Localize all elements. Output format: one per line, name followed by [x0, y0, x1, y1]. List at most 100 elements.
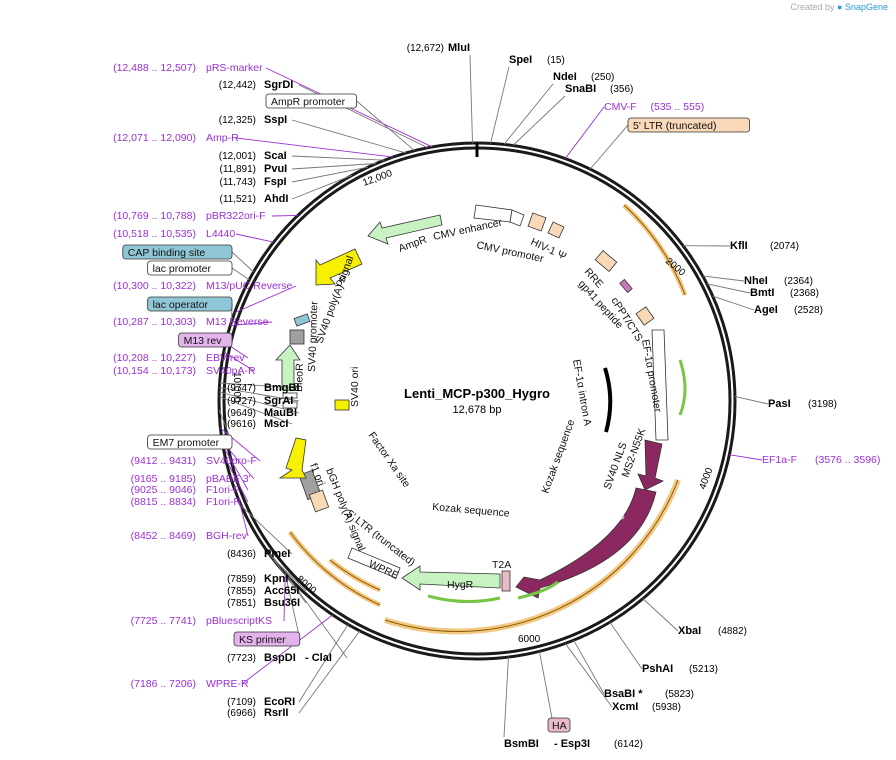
site-labels: (12,488 .. 12,507)pRS-marker(12,442)SgrD… — [113, 42, 880, 750]
primer-name-prs-marker: pRS-marker — [206, 62, 263, 74]
primer-pos-prs-marker: (12,488 .. 12,507) — [113, 62, 196, 74]
primer-pos-pbr322ori-f: (10,769 .. 10,788) — [113, 210, 196, 222]
enzyme-name-bmgbi: BmgBI — [264, 382, 299, 394]
ms2-arrow — [637, 439, 664, 491]
primer-name-m13-puc-reverse: M13/pUC Reverse — [206, 280, 293, 292]
enzyme-name-xbai: XbaI — [678, 625, 701, 637]
feature-box-label-em7-promoter: EM7 promoter — [153, 437, 220, 449]
leader-line — [284, 573, 301, 640]
leader-line — [712, 295, 755, 311]
leader-line — [729, 454, 763, 461]
plasmid-size: 12,678 bp — [453, 404, 502, 416]
primer-pos-m13-puc-reverse: (10,300 .. 10,322) — [113, 280, 196, 292]
primer-name-m13-reverse: M13 Reverse — [206, 316, 269, 328]
leader-line — [234, 285, 297, 314]
cmv-enhancer-arrow — [509, 209, 525, 227]
label-factor-xa: Factor Xa site — [366, 430, 413, 490]
feature-box-lac-promoter — [147, 260, 233, 276]
sv40-promoter-arrow — [275, 344, 301, 391]
t2a-box — [501, 570, 511, 592]
label-sv40-ori: SV40 ori — [349, 367, 361, 407]
leader-line — [734, 396, 769, 405]
feature-box-label-lac-operator: lac operator — [153, 299, 209, 311]
feature-box-label-m13-rev: M13 rev — [184, 335, 223, 347]
ruler-6000: 6000 — [518, 634, 541, 645]
leader-line — [512, 95, 566, 146]
primer-name-amp-r: Amp-R — [206, 132, 239, 144]
enzyme-pos-bspdi: (7723) — [227, 653, 256, 664]
primer-name-sv40pa-r: SV40pA-R — [206, 365, 256, 377]
primer-name-l4440: L4440 — [206, 228, 235, 240]
label-cmv-enhancer: CMV enhancer — [432, 217, 503, 243]
leader-line — [609, 621, 643, 670]
leader-line — [298, 630, 361, 714]
sv40-ori-box — [334, 399, 350, 411]
ef1a-intron-arc — [603, 367, 613, 433]
enzyme-pos-agei: (2528) — [794, 305, 823, 316]
feature-box-label-lac-promoter: lac promoter — [153, 263, 212, 275]
enzyme-name-maubi: MauBI — [264, 407, 297, 419]
label-kozak-1: Kozak sequence — [540, 418, 578, 495]
enzyme-pos-scai: (12,001) — [219, 151, 256, 162]
t2a-green-arc — [517, 580, 559, 600]
primer-name-wpre-r: WPRE-R — [206, 678, 249, 690]
rre-box — [594, 250, 618, 272]
enzyme-name-fspi: FspI — [264, 176, 287, 188]
feature-box-label-ha: HA — [552, 720, 567, 732]
snapgene-logo-icon: ● — [837, 2, 843, 12]
enzyme-pos-ahdi: (11,521) — [219, 194, 256, 205]
feature-box-ampr-promoter — [265, 93, 357, 109]
enzyme-pos-bsmbi: (6142) — [614, 739, 643, 750]
enzyme-name-acc65i: Acc65I — [264, 585, 299, 597]
ef1a-green-arc — [678, 359, 687, 416]
feature-box-em7-promoter — [147, 434, 233, 450]
enzyme-pos-bmti: (2368) — [790, 288, 819, 299]
enzyme-pos-ecori: (7109) — [227, 697, 256, 708]
label-t2a: T2A — [492, 559, 511, 571]
enzyme-name-agei: AgeI — [754, 304, 778, 316]
primer-pos-sv40pro-f: (9412 .. 9431) — [131, 455, 196, 467]
enzyme-pos-mlui: (12,672) — [407, 43, 444, 54]
enzyme-name-mlui: MluI — [448, 42, 470, 54]
primer-pos-bgh-rev: (8452 .. 8469) — [131, 530, 196, 542]
primer-pos-f1ori-r: (8815 .. 8834) — [131, 496, 196, 508]
primer-name-f1ori-r: F1ori-R — [206, 496, 241, 508]
leader-lines — [218, 54, 769, 738]
orf-arc-4-line — [329, 559, 381, 591]
enzyme-name-bmti: BmtI — [750, 287, 774, 299]
leader-line — [220, 427, 261, 462]
primer-name-bgh-rev: BGH-rev — [206, 530, 248, 542]
enzyme-name-pvui: PvuI — [264, 163, 287, 175]
enzyme-name-kpni: KpnI — [264, 573, 288, 585]
wpre-box — [347, 547, 401, 579]
enzyme-pos-spei: (15) — [547, 55, 565, 66]
leader-line — [218, 396, 293, 425]
watermark-prefix: Created by — [790, 2, 835, 12]
leader-line — [239, 501, 249, 537]
primer-pos-ef1a-f: (3576 .. 3596) — [815, 454, 880, 466]
enzyme-name-snabi: SnaBI — [565, 83, 596, 95]
primer-name-cmv-f: CMV-F — [604, 101, 637, 113]
primer-pos-ebv-rev: (10,208 .. 10,227) — [113, 352, 196, 364]
enzyme-name-nhei: NheI — [744, 275, 768, 287]
enzyme-pos-msci: (9616) — [227, 419, 256, 430]
feature-box-cap-binding-site — [122, 244, 233, 260]
leader-line — [589, 124, 629, 170]
snapgene-watermark: Created by ● SnapGene — [790, 2, 888, 12]
leader-line — [642, 598, 679, 632]
enzyme-name-sgrai: SgrAI — [264, 395, 293, 407]
enzyme-name-spei: SpeI — [509, 54, 532, 66]
primer-name-f1ori-f: F1ori-F — [206, 484, 240, 496]
leader-line — [564, 643, 613, 708]
hygr-green-arc — [427, 594, 501, 604]
leader-line — [291, 166, 369, 183]
primer-pos-cmv-f: (535 .. 555) — [651, 101, 705, 113]
leader-line — [291, 155, 385, 161]
label-ef1a-intron: EF-1α intron A — [570, 358, 594, 426]
leader-line — [219, 382, 300, 389]
leader-line — [702, 275, 745, 282]
enzyme-pos-fspi: (11,743) — [219, 177, 256, 188]
orf-arc-1 — [622, 203, 688, 296]
enzyme-name-kfli: KflI — [730, 240, 748, 252]
